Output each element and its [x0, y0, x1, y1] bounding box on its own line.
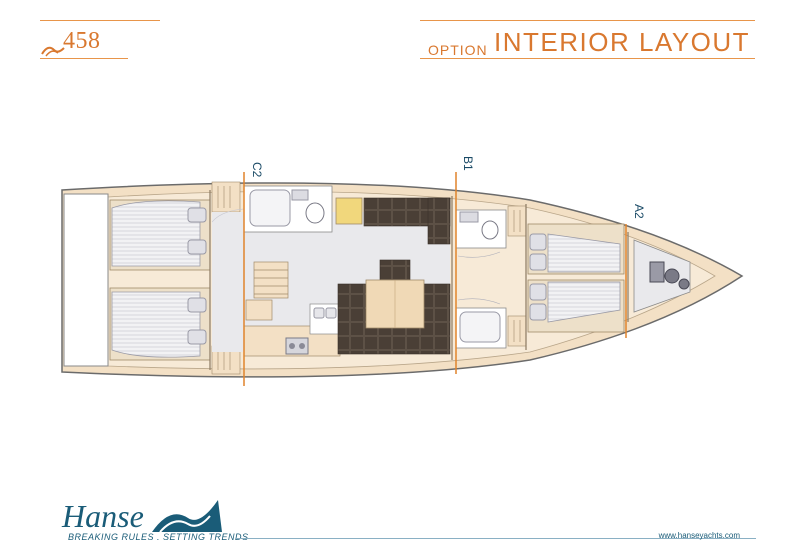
aft-head: [243, 185, 333, 233]
aft-cabin-starboard: [109, 287, 211, 361]
page-title: INTERIOR LAYOUT: [494, 27, 751, 57]
forepeak-locker: [633, 239, 691, 313]
footer-rule: [236, 538, 756, 539]
option-label: OPTION: [428, 42, 488, 58]
saloon-seating: [337, 197, 451, 355]
transom: [63, 193, 109, 367]
website-link[interactable]: www.hanseyachts.com: [658, 531, 740, 540]
brand-tagline: BREAKING RULES . SETTING TRENDS: [68, 532, 249, 542]
hanse-wave-logo-icon: [152, 500, 222, 533]
forward-head-starboard: [455, 307, 507, 349]
section-b1-label: B1: [461, 156, 475, 171]
section-c2-marker: C2: [243, 162, 264, 386]
sail-logo-icon: [41, 46, 65, 57]
header-rule-left: [40, 20, 160, 21]
forward-wardrobes: [507, 205, 527, 347]
section-c2-label: C2: [250, 162, 264, 178]
model-number: 458: [63, 28, 101, 54]
section-b1-marker: B1: [455, 156, 475, 374]
companionway-stairs: [245, 261, 289, 321]
bulkheads: [209, 190, 629, 370]
title-underline: [420, 58, 755, 59]
model-underline: [40, 58, 128, 59]
aft-cabin-port: [109, 199, 211, 271]
forward-cabin-starboard: [527, 279, 625, 333]
forward-head-port: [455, 209, 507, 249]
nav-station: [335, 197, 363, 225]
section-a2-label: A2: [632, 204, 646, 219]
header-rule-right: [420, 20, 755, 21]
forward-cabin-port: [527, 223, 625, 275]
brand-name: Hanse: [62, 498, 144, 534]
section-a2-marker: A2: [625, 204, 646, 338]
